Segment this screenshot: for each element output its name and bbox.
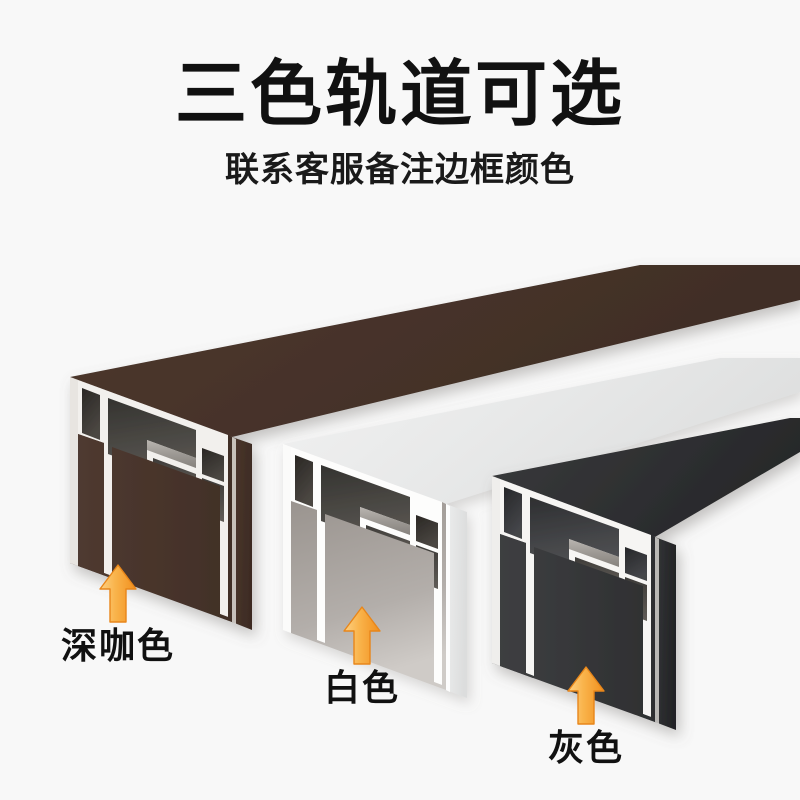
profile-outer-wall-left: [70, 377, 78, 566]
page-title: 三色轨道可选: [174, 55, 625, 135]
profile-outer-wall-left: [283, 444, 291, 633]
leg-face-near: [291, 501, 446, 690]
callout-dark-coffee: 深咖色: [18, 562, 218, 664]
leg-edge-highlight: [446, 504, 450, 692]
cavity-left: [504, 487, 522, 539]
callout-white: 白色: [262, 604, 462, 706]
cavity-left: [295, 455, 313, 507]
track-top-face: [70, 265, 800, 437]
cavity-left: [82, 388, 100, 440]
heading-block: 三色轨道可选 联系客服备注边框颜色: [0, 55, 800, 189]
track-top-face: [283, 358, 800, 504]
track-white: [283, 358, 800, 698]
leg-face-long: [655, 537, 676, 730]
callout-label: 白色: [323, 667, 400, 708]
track-gray: [492, 418, 800, 730]
arrow-up-icon: [99, 564, 137, 623]
page-subtitle: 联系客服备注边框颜色: [225, 150, 575, 189]
leg-edge-highlight: [655, 537, 659, 724]
flange-bar: [569, 539, 619, 567]
leg-face-long: [446, 504, 467, 698]
cavity-center: [108, 398, 196, 468]
flange-bar: [360, 507, 410, 535]
callout-gray: 灰色: [486, 664, 686, 766]
track-dark-coffee: [70, 265, 800, 630]
profile-outer-wall-left: [492, 476, 500, 666]
cavity-center: [321, 465, 410, 535]
leg-face-near: [500, 534, 655, 722]
arrow-up-icon: [343, 606, 381, 665]
leg-face-long: [232, 437, 252, 630]
cavity-right-upper: [625, 547, 647, 581]
cavity-right-upper: [202, 448, 224, 482]
leg-edge-highlight: [232, 437, 236, 624]
callout-label: 深咖色: [60, 625, 175, 666]
cavity-center: [530, 497, 619, 567]
track-top-face: [492, 418, 800, 537]
flange-bar: [147, 440, 196, 468]
cavity-right-upper: [416, 515, 438, 549]
callout-label: 灰色: [547, 727, 624, 768]
arrow-up-icon: [567, 666, 605, 725]
